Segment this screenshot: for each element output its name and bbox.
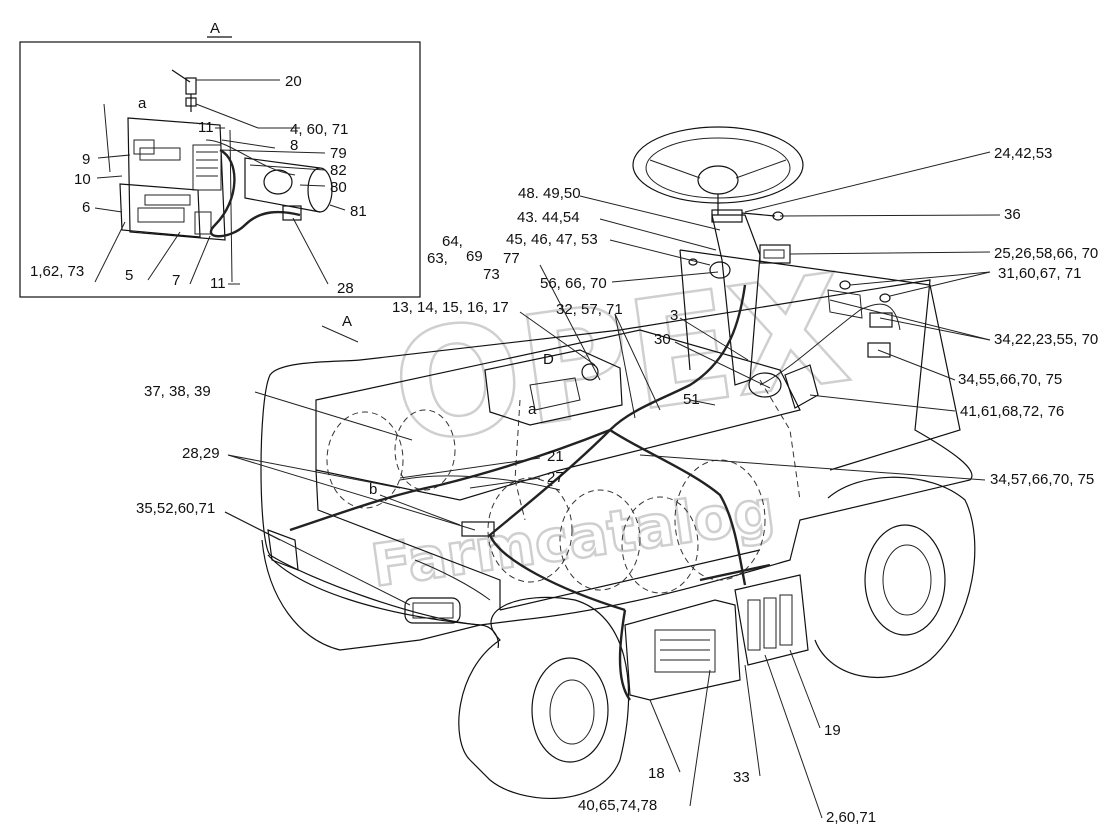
- marker-a-main: a: [528, 401, 537, 418]
- inset-view-a: A a: [19, 20, 421, 298]
- label-43-44-54: 43. 44,54: [517, 209, 580, 226]
- label-34-57-66-70-75: 34,57,66,70, 75: [990, 471, 1094, 488]
- label-10: 10: [74, 171, 91, 188]
- label-33: 33: [733, 769, 750, 786]
- lever-switch-20: [171, 69, 197, 112]
- wheels: [458, 476, 976, 799]
- inset-title: A: [210, 20, 220, 37]
- label-36: 36: [1004, 206, 1021, 223]
- callout-labels: 24,42,53 48. 49,50 43. 44,54 36 45, 46, …: [136, 145, 1098, 826]
- watermark-sub: Farmcatalog: [367, 476, 779, 600]
- label-81: 81: [350, 203, 367, 220]
- inset-frame: [19, 41, 421, 298]
- label-7: 7: [172, 272, 180, 289]
- label-41-61-68-72-76: 41,61,68,72, 76: [960, 403, 1064, 420]
- label-25-26-58-66-70: 25,26,58,66, 70: [994, 245, 1098, 262]
- marker-d: D: [543, 351, 554, 368]
- label-1-62-73: 1,62, 73: [30, 263, 84, 280]
- label-40-65-74-78: 40,65,74,78: [578, 797, 657, 814]
- label-27: 27: [547, 469, 564, 486]
- label-69: 69: [466, 248, 483, 265]
- watermark: OPEX Farmcatalog: [366, 241, 860, 601]
- label-18: 18: [648, 765, 665, 782]
- dashboard-panel: a: [119, 95, 226, 241]
- label-8: 8: [290, 137, 298, 154]
- label-34-55-66-70-75: 34,55,66,70, 75: [958, 371, 1062, 388]
- label-19: 19: [824, 722, 841, 739]
- label-30: 30: [654, 331, 671, 348]
- label-63: 63,: [427, 250, 448, 267]
- label-2-60-71: 2,60,71: [826, 809, 876, 826]
- label-45-46-47-53: 45, 46, 47, 53: [506, 231, 598, 248]
- label-28: 28: [337, 280, 354, 297]
- inset-marker-a: a: [138, 95, 147, 112]
- label-20: 20: [285, 73, 302, 90]
- leader-lines: [224, 151, 1001, 819]
- label-32-57-71: 32, 57, 71: [556, 301, 623, 318]
- label-6: 6: [82, 199, 90, 216]
- steering-wheel: [632, 126, 804, 386]
- label-51: 51: [683, 391, 700, 408]
- label-24-42-53: 24,42,53: [994, 145, 1052, 162]
- connector-28: [282, 205, 302, 221]
- view-marker-a: A: [342, 313, 352, 330]
- label-11-top: 11: [198, 119, 214, 136]
- label-79: 79: [330, 145, 347, 162]
- label-4-60-71: 4, 60, 71: [290, 121, 348, 138]
- label-9: 9: [82, 151, 90, 168]
- label-82: 82: [330, 162, 347, 179]
- label-35-52-60-71: 35,52,60,71: [136, 500, 215, 517]
- marker-b: b: [369, 481, 377, 498]
- label-64: 64,: [442, 233, 463, 250]
- view-arrow-a: [321, 325, 359, 343]
- label-21: 21: [547, 448, 564, 465]
- main-harness: [289, 284, 901, 701]
- label-11-bottom: 11: [210, 275, 226, 292]
- label-80: 80: [330, 179, 347, 196]
- label-31-60-67-71: 31,60,67, 71: [998, 265, 1081, 282]
- dash-components: [581, 244, 893, 409]
- label-3: 3: [670, 307, 678, 324]
- label-73: 73: [483, 266, 500, 283]
- label-56-66-70: 56, 66, 70: [540, 275, 607, 292]
- label-5: 5: [125, 267, 133, 284]
- label-37-38-39: 37, 38, 39: [144, 383, 211, 400]
- label-13-17: 13, 14, 15, 16, 17: [392, 299, 509, 316]
- label-48-49-50: 48. 49,50: [518, 185, 581, 202]
- electrical-components: [267, 521, 809, 701]
- label-77: 77: [503, 250, 520, 267]
- cylinder-80: [244, 157, 333, 213]
- label-34-22-23-55-70: 34,22,23,55, 70: [994, 331, 1098, 348]
- label-28-29: 28,29: [182, 445, 220, 462]
- inset-harness: [209, 148, 301, 238]
